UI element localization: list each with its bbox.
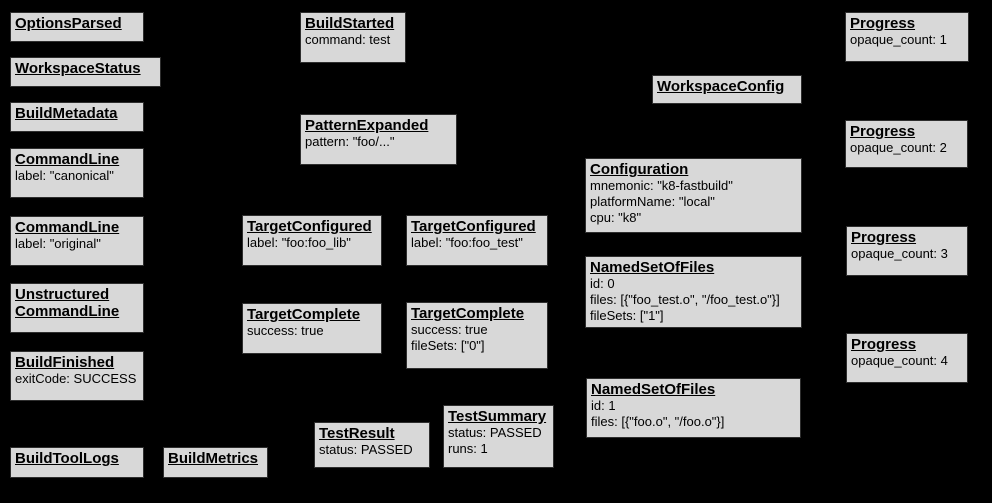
node-title: PatternExpanded bbox=[305, 117, 429, 134]
node-title: Progress bbox=[851, 229, 917, 246]
node-body: exitCode: SUCCESS bbox=[15, 371, 137, 386]
node-body: label: "foo:foo_test" bbox=[411, 235, 523, 250]
node-title: BuildToolLogs bbox=[15, 450, 119, 467]
node-progress-2: Progress opaque_count: 2 bbox=[845, 120, 968, 168]
node-title: TargetComplete bbox=[247, 306, 361, 323]
node-body: opaque_count: 2 bbox=[850, 140, 947, 155]
node-title: Progress bbox=[851, 336, 917, 353]
node-title: Configuration bbox=[590, 161, 689, 178]
node-title: NamedSetOfFiles bbox=[590, 259, 715, 276]
node-title: TestSummary bbox=[448, 408, 547, 425]
node-title: TargetComplete bbox=[411, 305, 525, 322]
node-build-started: BuildStarted command: test bbox=[300, 12, 406, 63]
node-title: Progress bbox=[850, 123, 916, 140]
node-target-complete-foo-lib: TargetComplete success: true bbox=[242, 303, 382, 354]
node-command-line-original: CommandLine label: "original" bbox=[10, 216, 144, 266]
node-title: BuildFinished bbox=[15, 354, 115, 371]
node-workspace-config: WorkspaceConfig bbox=[652, 75, 802, 104]
node-progress-4: Progress opaque_count: 4 bbox=[846, 333, 968, 383]
node-title: TargetConfigured bbox=[247, 218, 372, 235]
node-build-metrics: BuildMetrics bbox=[163, 447, 268, 478]
node-body: mnemonic: "k8-fastbuild"platformName: "l… bbox=[590, 178, 733, 225]
node-build-metadata: BuildMetadata bbox=[10, 102, 144, 132]
node-pattern-expanded: PatternExpanded pattern: "foo/..." bbox=[300, 114, 457, 165]
node-test-result: TestResult status: PASSED bbox=[314, 422, 430, 468]
node-title: CommandLine bbox=[15, 219, 120, 236]
node-target-configured-foo-test: TargetConfigured label: "foo:foo_test" bbox=[406, 215, 548, 266]
node-options-parsed: OptionsParsed bbox=[10, 12, 144, 42]
node-title: TargetConfigured bbox=[411, 218, 536, 235]
node-command-line-canonical: CommandLine label: "canonical" bbox=[10, 148, 144, 198]
node-title: OptionsParsed bbox=[15, 15, 122, 32]
node-body: label: "original" bbox=[15, 236, 101, 251]
node-title: BuildStarted bbox=[305, 15, 395, 32]
node-build-tool-logs: BuildToolLogs bbox=[10, 447, 144, 478]
node-title: Progress bbox=[850, 15, 916, 32]
node-body: opaque_count: 3 bbox=[851, 246, 948, 261]
node-body: status: PASSED bbox=[319, 442, 413, 457]
node-progress-1: Progress opaque_count: 1 bbox=[845, 12, 969, 62]
node-progress-3: Progress opaque_count: 3 bbox=[846, 226, 968, 276]
node-body: pattern: "foo/..." bbox=[305, 134, 395, 149]
node-title: BuildMetadata bbox=[15, 105, 118, 122]
node-title: CommandLine bbox=[15, 151, 120, 168]
node-build-finished: BuildFinished exitCode: SUCCESS bbox=[10, 351, 144, 401]
node-configuration: Configuration mnemonic: "k8-fastbuild"pl… bbox=[585, 158, 802, 233]
node-title: WorkspaceStatus bbox=[15, 60, 141, 77]
node-body: label: "foo:foo_lib" bbox=[247, 235, 351, 250]
node-body: label: "canonical" bbox=[15, 168, 114, 183]
node-title: BuildMetrics bbox=[168, 450, 259, 467]
node-title: NamedSetOfFiles bbox=[591, 381, 716, 398]
node-title: TestResult bbox=[319, 425, 395, 442]
node-body: success: true bbox=[247, 323, 324, 338]
node-target-configured-foo-lib: TargetConfigured label: "foo:foo_lib" bbox=[242, 215, 382, 266]
node-workspace-status: WorkspaceStatus bbox=[10, 57, 161, 87]
node-title: WorkspaceConfig bbox=[657, 78, 785, 95]
node-body: opaque_count: 4 bbox=[851, 353, 948, 368]
node-body: command: test bbox=[305, 32, 391, 47]
node-body: opaque_count: 1 bbox=[850, 32, 947, 47]
